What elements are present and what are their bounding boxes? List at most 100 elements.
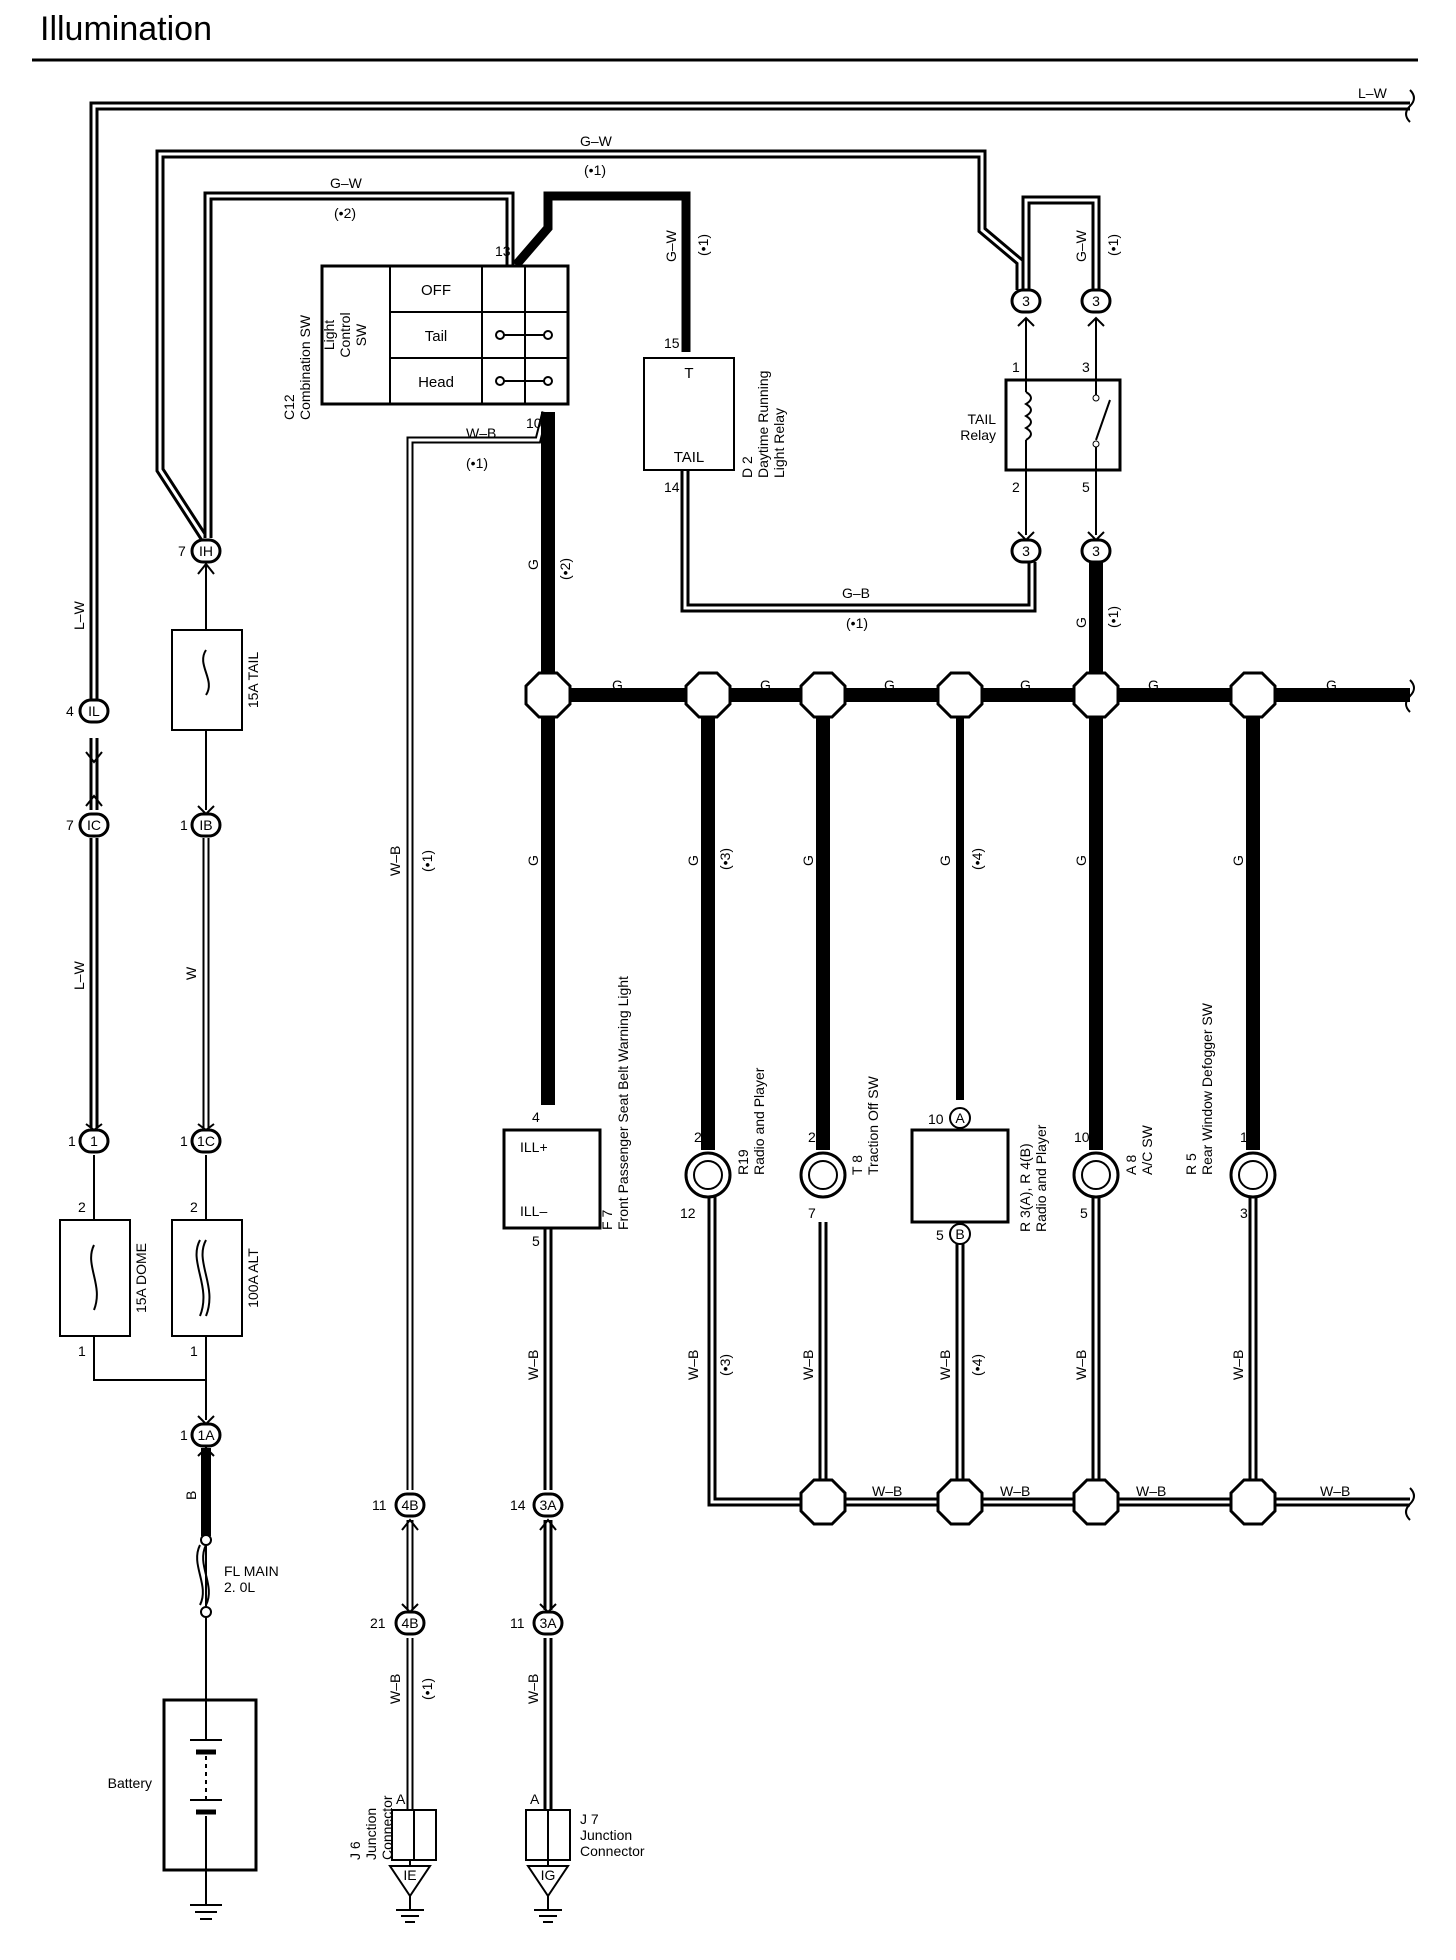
wire-note-1e: (•1) bbox=[846, 615, 868, 631]
f7-ill-plus: ILL+ bbox=[520, 1139, 548, 1155]
switch-id: C12 bbox=[281, 394, 297, 420]
wire-break-symbols bbox=[1405, 89, 1415, 1521]
drl-pin-15: 15 bbox=[664, 335, 680, 351]
wire-label-w: W bbox=[183, 966, 199, 980]
tail-relay-pin-1: 1 bbox=[1012, 359, 1020, 375]
connector-1a: 1A 1 bbox=[180, 1422, 222, 1448]
connector-3-c: 3 bbox=[1010, 538, 1042, 564]
wire-note-3a: (•3) bbox=[717, 848, 733, 870]
fuse-dome-label: 15A DOME bbox=[133, 1243, 149, 1313]
switch-position-tail: Tail bbox=[425, 328, 448, 345]
combination-switch: OFF Tail Head Light Control SW C12 Combi… bbox=[281, 243, 570, 431]
wire-note-1d: (•1) bbox=[466, 455, 488, 471]
svg-text:IL: IL bbox=[88, 703, 100, 719]
wire-label-wb-t8: W–B bbox=[800, 1350, 816, 1380]
svg-text:1C: 1C bbox=[197, 1133, 215, 1149]
svg-text:1: 1 bbox=[190, 1343, 198, 1359]
svg-text:1: 1 bbox=[180, 1427, 188, 1443]
j6-line-1: Junction bbox=[363, 1808, 379, 1860]
svg-text:2: 2 bbox=[190, 1199, 198, 1215]
wire-label-gw: G–W bbox=[580, 133, 613, 149]
fuse-15a-dome: 15A DOME bbox=[59, 1219, 149, 1337]
bus-label-g-5: G bbox=[1148, 677, 1159, 693]
f7-ill-minus: ILL– bbox=[520, 1203, 547, 1219]
svg-text:14: 14 bbox=[510, 1497, 526, 1513]
connector-3a-top: 3A 14 bbox=[510, 1492, 564, 1518]
ground-ig: IG bbox=[541, 1867, 556, 1883]
tail-relay-name-2: Relay bbox=[960, 427, 996, 443]
svg-text:1: 1 bbox=[180, 817, 188, 833]
switch-pin-13: 13 bbox=[495, 243, 511, 259]
bus-label-g-6: G bbox=[1326, 677, 1337, 693]
j6-pin-a: A bbox=[396, 1791, 406, 1807]
j7-pin-a: A bbox=[530, 1791, 540, 1807]
bulb-r19: 2 12 R19 Radio and Player bbox=[680, 1067, 767, 1221]
wire-label-gb: G–B bbox=[842, 585, 870, 601]
arrows bbox=[85, 316, 1105, 1614]
fuse-pin-numbers: 2 2 1 1 bbox=[78, 1199, 198, 1359]
connector-3-d: 3 bbox=[1080, 538, 1112, 564]
fl-main-label-1: FL MAIN bbox=[224, 1563, 279, 1579]
r19-name: Radio and Player bbox=[751, 1067, 767, 1175]
switch-pin-10: 10 bbox=[526, 415, 542, 431]
svg-text:3A: 3A bbox=[539, 1497, 557, 1513]
connector-1c: 1C1 bbox=[180, 1128, 222, 1154]
r3-connector-b: B bbox=[955, 1226, 964, 1242]
drl-relay: T TAIL 15 14 D 2 Daytime Running Light R… bbox=[643, 335, 787, 495]
bus-label-g-4: G bbox=[1020, 677, 1031, 693]
switch-sub-label-1: Light bbox=[321, 320, 337, 350]
fl-main-label-2: 2. 0L bbox=[224, 1579, 255, 1595]
bus-label-wb-4: W–B bbox=[1320, 1483, 1350, 1499]
j7-id: J 7 bbox=[580, 1811, 599, 1827]
switch-name: Combination SW bbox=[297, 314, 313, 420]
bulb-a8: 10 5 A 8 A/C SW bbox=[1072, 1124, 1155, 1221]
bulb-t8: 2 7 T 8 Traction Off SW bbox=[799, 1075, 881, 1221]
switch-sub-label-3: SW bbox=[353, 323, 369, 346]
connectors: IL4 IC7 IH7 IB1 11 1C1 1A1 3 3 3 3 4B11 … bbox=[66, 288, 1112, 1636]
wire-note-4a: (•4) bbox=[969, 848, 985, 870]
wire-label-wb-a8: W–B bbox=[1073, 1350, 1089, 1380]
j6-id: J 6 bbox=[347, 1841, 363, 1860]
tail-relay: TAIL Relay 1 3 2 5 bbox=[960, 359, 1122, 495]
wires bbox=[89, 101, 1410, 1905]
switch-position-head: Head bbox=[418, 374, 454, 391]
battery: Battery bbox=[108, 1698, 258, 1920]
wire-label-g-a8: G bbox=[1073, 855, 1089, 866]
svg-text:4B: 4B bbox=[401, 1615, 418, 1631]
f7-pin-4: 4 bbox=[532, 1109, 540, 1125]
wire-label-g-r3: G bbox=[937, 855, 953, 866]
front-passenger-seat-belt-warning-light: ILL+ ILL– 4 5 F 7 Front Passenger Seat B… bbox=[502, 976, 631, 1249]
tail-relay-pin-2: 2 bbox=[1012, 479, 1020, 495]
r5-pin-1: 1 bbox=[1240, 1129, 1248, 1145]
svg-text:1: 1 bbox=[68, 1133, 76, 1149]
wire-label-lw-top: L–W bbox=[1358, 85, 1388, 101]
wire-label-g-r5: G bbox=[1230, 855, 1246, 866]
r5-pin-3: 3 bbox=[1240, 1205, 1248, 1221]
svg-text:1A: 1A bbox=[197, 1427, 215, 1443]
svg-text:2: 2 bbox=[78, 1199, 86, 1215]
r3-id: R 3(A), R 4(B) bbox=[1017, 1143, 1033, 1232]
wire-note-2b: (•2) bbox=[557, 558, 573, 580]
a8-id: A 8 bbox=[1123, 1155, 1139, 1175]
junction-connector-j7: A J 7 Junction Connector IG bbox=[525, 1791, 645, 1923]
wire-note-1a: (•1) bbox=[584, 162, 606, 178]
connector-1: 11 bbox=[68, 1128, 110, 1154]
drl-id: D 2 bbox=[739, 456, 755, 478]
wire-label-wb-sw: W–B bbox=[466, 425, 496, 441]
wire-note-4b: (•4) bbox=[969, 1354, 985, 1376]
drl-name-2: Light Relay bbox=[771, 408, 787, 478]
bulb-r5: 1 3 R 5 Rear Window Defogger SW bbox=[1183, 1002, 1277, 1221]
connector-ih: IH7 bbox=[178, 538, 222, 564]
svg-text:1: 1 bbox=[90, 1133, 98, 1149]
bus-label-wb-2: W–B bbox=[1000, 1483, 1030, 1499]
wire-note-1c: (•1) bbox=[1105, 234, 1121, 256]
svg-text:3: 3 bbox=[1022, 543, 1030, 559]
wire-label-wb-r19: W–B bbox=[685, 1350, 701, 1380]
wire-label-g-f7: G bbox=[525, 855, 541, 866]
wire-note-2a: (•2) bbox=[334, 205, 356, 221]
r5-id: R 5 bbox=[1183, 1153, 1199, 1175]
svg-text:IB: IB bbox=[199, 817, 212, 833]
